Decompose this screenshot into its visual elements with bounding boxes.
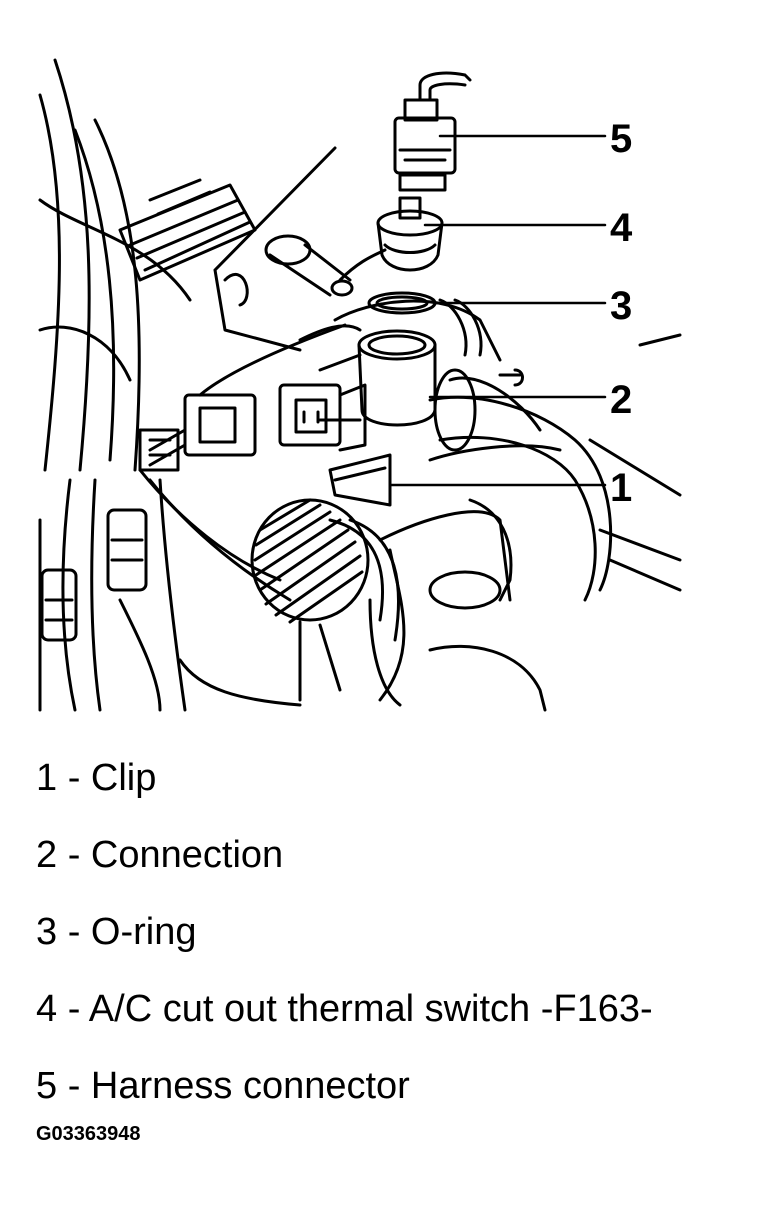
legend-item-o-ring: 3 - O-ring (36, 911, 197, 953)
leader-lines (388, 134, 607, 487)
thermal-switch-part (376, 196, 444, 272)
lower-housing (118, 510, 547, 712)
mounting-bracket (213, 146, 387, 352)
side-plug (138, 323, 347, 602)
coolant-hose (428, 333, 682, 602)
callout-1: 1 (610, 466, 632, 510)
clip-part (328, 453, 392, 507)
ribbed-cylinder (250, 498, 406, 707)
figure-id: G03363948 (36, 1123, 141, 1145)
callout-2: 2 (610, 378, 632, 422)
housing-plug (278, 383, 367, 452)
callout-3: 3 (610, 284, 632, 328)
component-diagram: 5 4 3 2 1 (38, 58, 682, 712)
callout-4: 4 (610, 206, 633, 250)
parts-legend: 1 - Clip 2 - Connection 3 - O-ring 4 - A… (36, 755, 756, 1140)
ribbed-pad (118, 178, 257, 282)
legend-item-connection: 2 - Connection (36, 834, 284, 876)
legend-item-clip: 1 - Clip (36, 757, 157, 799)
legend-item-thermal-switch: 4 - A/C cut out thermal switch -F163- (36, 988, 653, 1030)
legend-item-harness-connector: 5 - Harness connector (36, 1065, 410, 1107)
callout-5: 5 (610, 117, 632, 161)
harness-connector-part (393, 71, 472, 192)
left-hoses (38, 58, 192, 712)
